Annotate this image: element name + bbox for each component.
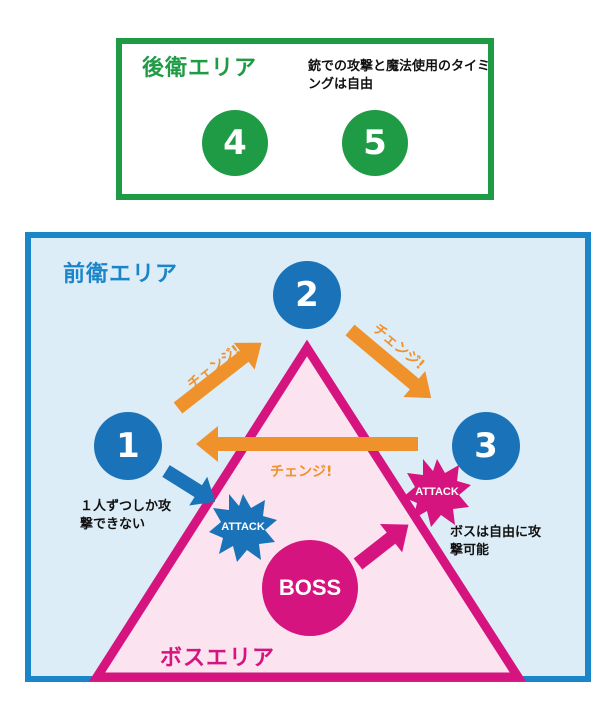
member-3-circle: 3 [452,412,520,480]
boss-area-title: ボスエリア [160,646,276,671]
rear-area-note: 銃での攻撃と魔法使用のタイミングは自由 [308,59,491,92]
member-2-circle: 2 [273,261,341,329]
member-1-circle: 1 [94,412,162,480]
front-area-title: 前衛エリア [63,262,179,287]
member-3-note: ボスは自由に攻撃可能 [450,525,542,558]
attack-burst-magenta: ATTACK [403,459,471,527]
attack-arrow-member-1 [162,465,216,506]
attack-label-blue: ATTACK [221,521,265,533]
boss-circle: BOSS [262,540,358,636]
rear-area-title: 後衛エリア [142,56,258,81]
change-arrow-2-to-3 [345,324,432,399]
member-1-note: １人ずつしか攻撃できない [80,499,172,532]
boss-area-triangle [88,339,527,682]
rear-area-panel: 後衛エリア 銃での攻撃と魔法使用のタイミングは自由 4 5 [116,38,494,200]
attack-label-magenta: ATTACK [415,486,459,498]
change-arrow-3-to-1 [196,426,418,462]
member-5-circle: 5 [342,110,408,176]
change-label-3-to-1: チェンジ! [270,464,332,480]
change-arrow-1-to-2 [173,342,262,414]
attack-burst-blue: ATTACK [209,494,277,562]
member-4-circle: 4 [202,110,268,176]
attack-arrow-boss [353,523,409,570]
